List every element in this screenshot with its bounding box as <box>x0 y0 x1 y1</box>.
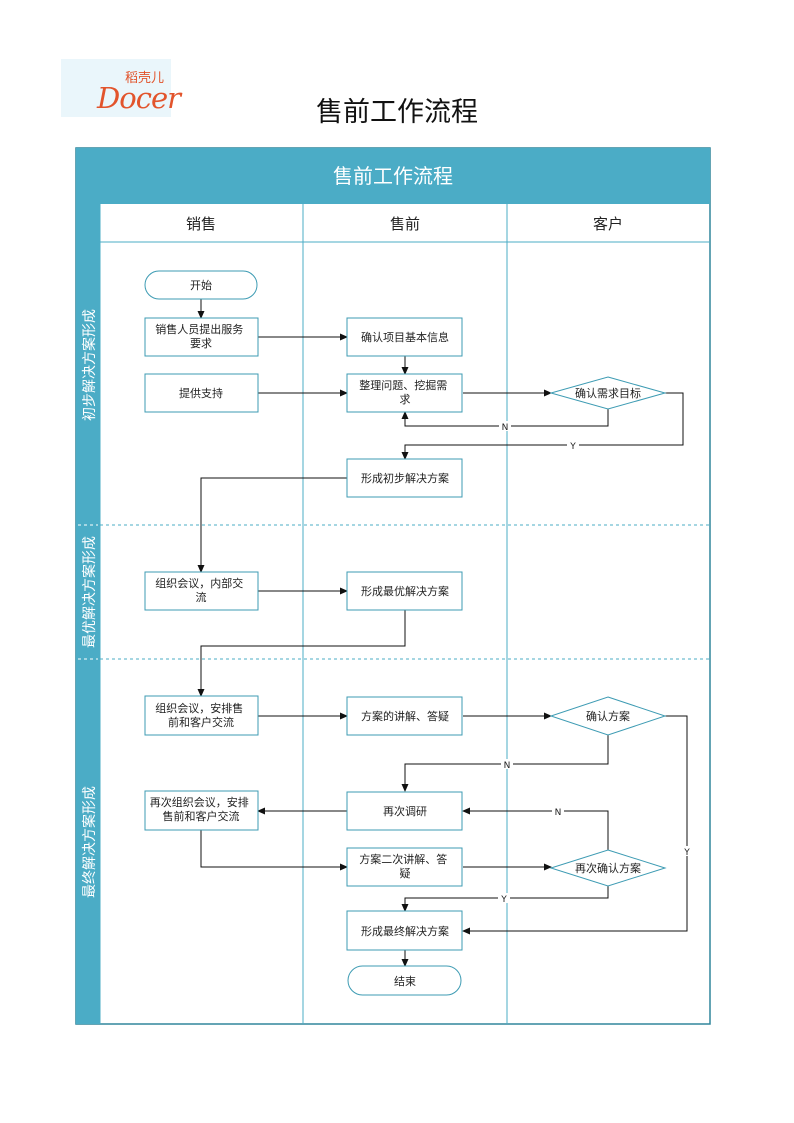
node-optimal-solution <box>346 571 463 611</box>
label-goal-no: N <box>502 423 509 433</box>
phase-initial: 初步解决方案形成 <box>81 309 98 421</box>
label-reconfirm-no: N <box>555 808 562 818</box>
edge-reconfirm-no <box>462 807 609 850</box>
node-client-meeting-label: 组织会议，安排售 前和客户交流 <box>155 701 247 729</box>
node-confirm-info <box>346 317 463 357</box>
edge-goal-yes <box>401 392 684 460</box>
label-goal-yes: Y <box>569 442 576 452</box>
node-reorganize-meeting <box>144 790 259 831</box>
node-start-label: 开始 <box>190 278 212 292</box>
node-reconfirm-solution-label: 再次确认方案 <box>575 861 641 875</box>
page-title: 售前工作流程 <box>316 97 478 128</box>
node-sales-request-label: 销售人员提出服务 要求 <box>155 322 247 350</box>
edge-optimal-clientmeeting <box>197 610 406 697</box>
node-initial-solution <box>346 458 463 498</box>
node-re-research <box>346 791 463 831</box>
node-final-solution-label: 形成最终解决方案 <box>361 924 449 938</box>
node-organize-issues-label: 整理问题、挖掘需 求 <box>359 378 451 406</box>
label-confirm-no: N <box>504 761 511 771</box>
node-confirm-goal-label: 确认需求目标 <box>575 386 641 400</box>
node-present-solution-label: 方案的讲解、答疑 <box>361 709 449 723</box>
label-confirm-yes: Y <box>683 848 690 858</box>
node-sales-request <box>144 317 259 357</box>
node-confirm-solution-label: 确认方案 <box>586 709 630 723</box>
phase-column <box>76 204 100 1024</box>
node-internal-meeting <box>144 571 259 611</box>
node-re-research-label: 再次调研 <box>383 804 427 818</box>
node-optimal-solution-label: 形成最优解决方案 <box>361 584 449 598</box>
node-provide-support-label: 提供支持 <box>179 386 223 400</box>
node-final-solution <box>346 910 463 951</box>
node-confirm-solution <box>549 696 667 736</box>
banner-title: 售前工作流程 <box>333 164 453 188</box>
node-present-solution <box>346 696 463 736</box>
lane-sales: 销售 <box>186 215 216 233</box>
label-reconfirm-yes: Y <box>500 895 507 905</box>
node-reorganize-meeting-label: 再次组织会议，安排 售前和客户交流 <box>150 795 253 823</box>
node-confirm-goal <box>549 376 667 410</box>
node-provide-support <box>144 373 259 413</box>
node-start <box>144 270 258 300</box>
node-organize-issues <box>346 373 463 413</box>
node-second-present <box>346 847 463 887</box>
edge-reorganize-second <box>200 830 348 871</box>
node-client-meeting <box>144 695 259 736</box>
logo-big-text: Docer <box>97 81 181 115</box>
lane-customer: 客户 <box>593 215 623 233</box>
edge-confirm-yes <box>462 715 688 935</box>
phase-optimal: 最优解决方案形成 <box>81 536 98 648</box>
node-end <box>347 965 462 996</box>
node-initial-solution-label: 形成初步解决方案 <box>361 471 449 485</box>
docer-logo: 稻壳儿 Docer <box>61 59 181 117</box>
node-internal-meeting-label: 组织会议，内部交 流 <box>155 576 247 604</box>
phase-final: 最终解决方案形成 <box>81 786 98 898</box>
node-second-present-label: 方案二次讲解、答 疑 <box>359 852 451 880</box>
edge-initial-meeting <box>197 477 347 573</box>
lane-presales: 售前 <box>390 215 420 233</box>
node-end-label: 结束 <box>394 975 416 988</box>
logo-small-text: 稻壳儿 <box>125 71 165 86</box>
node-reconfirm-solution <box>549 849 667 887</box>
node-confirm-info-label: 确认项目基本信息 <box>361 330 449 344</box>
diagram-banner <box>76 148 710 204</box>
